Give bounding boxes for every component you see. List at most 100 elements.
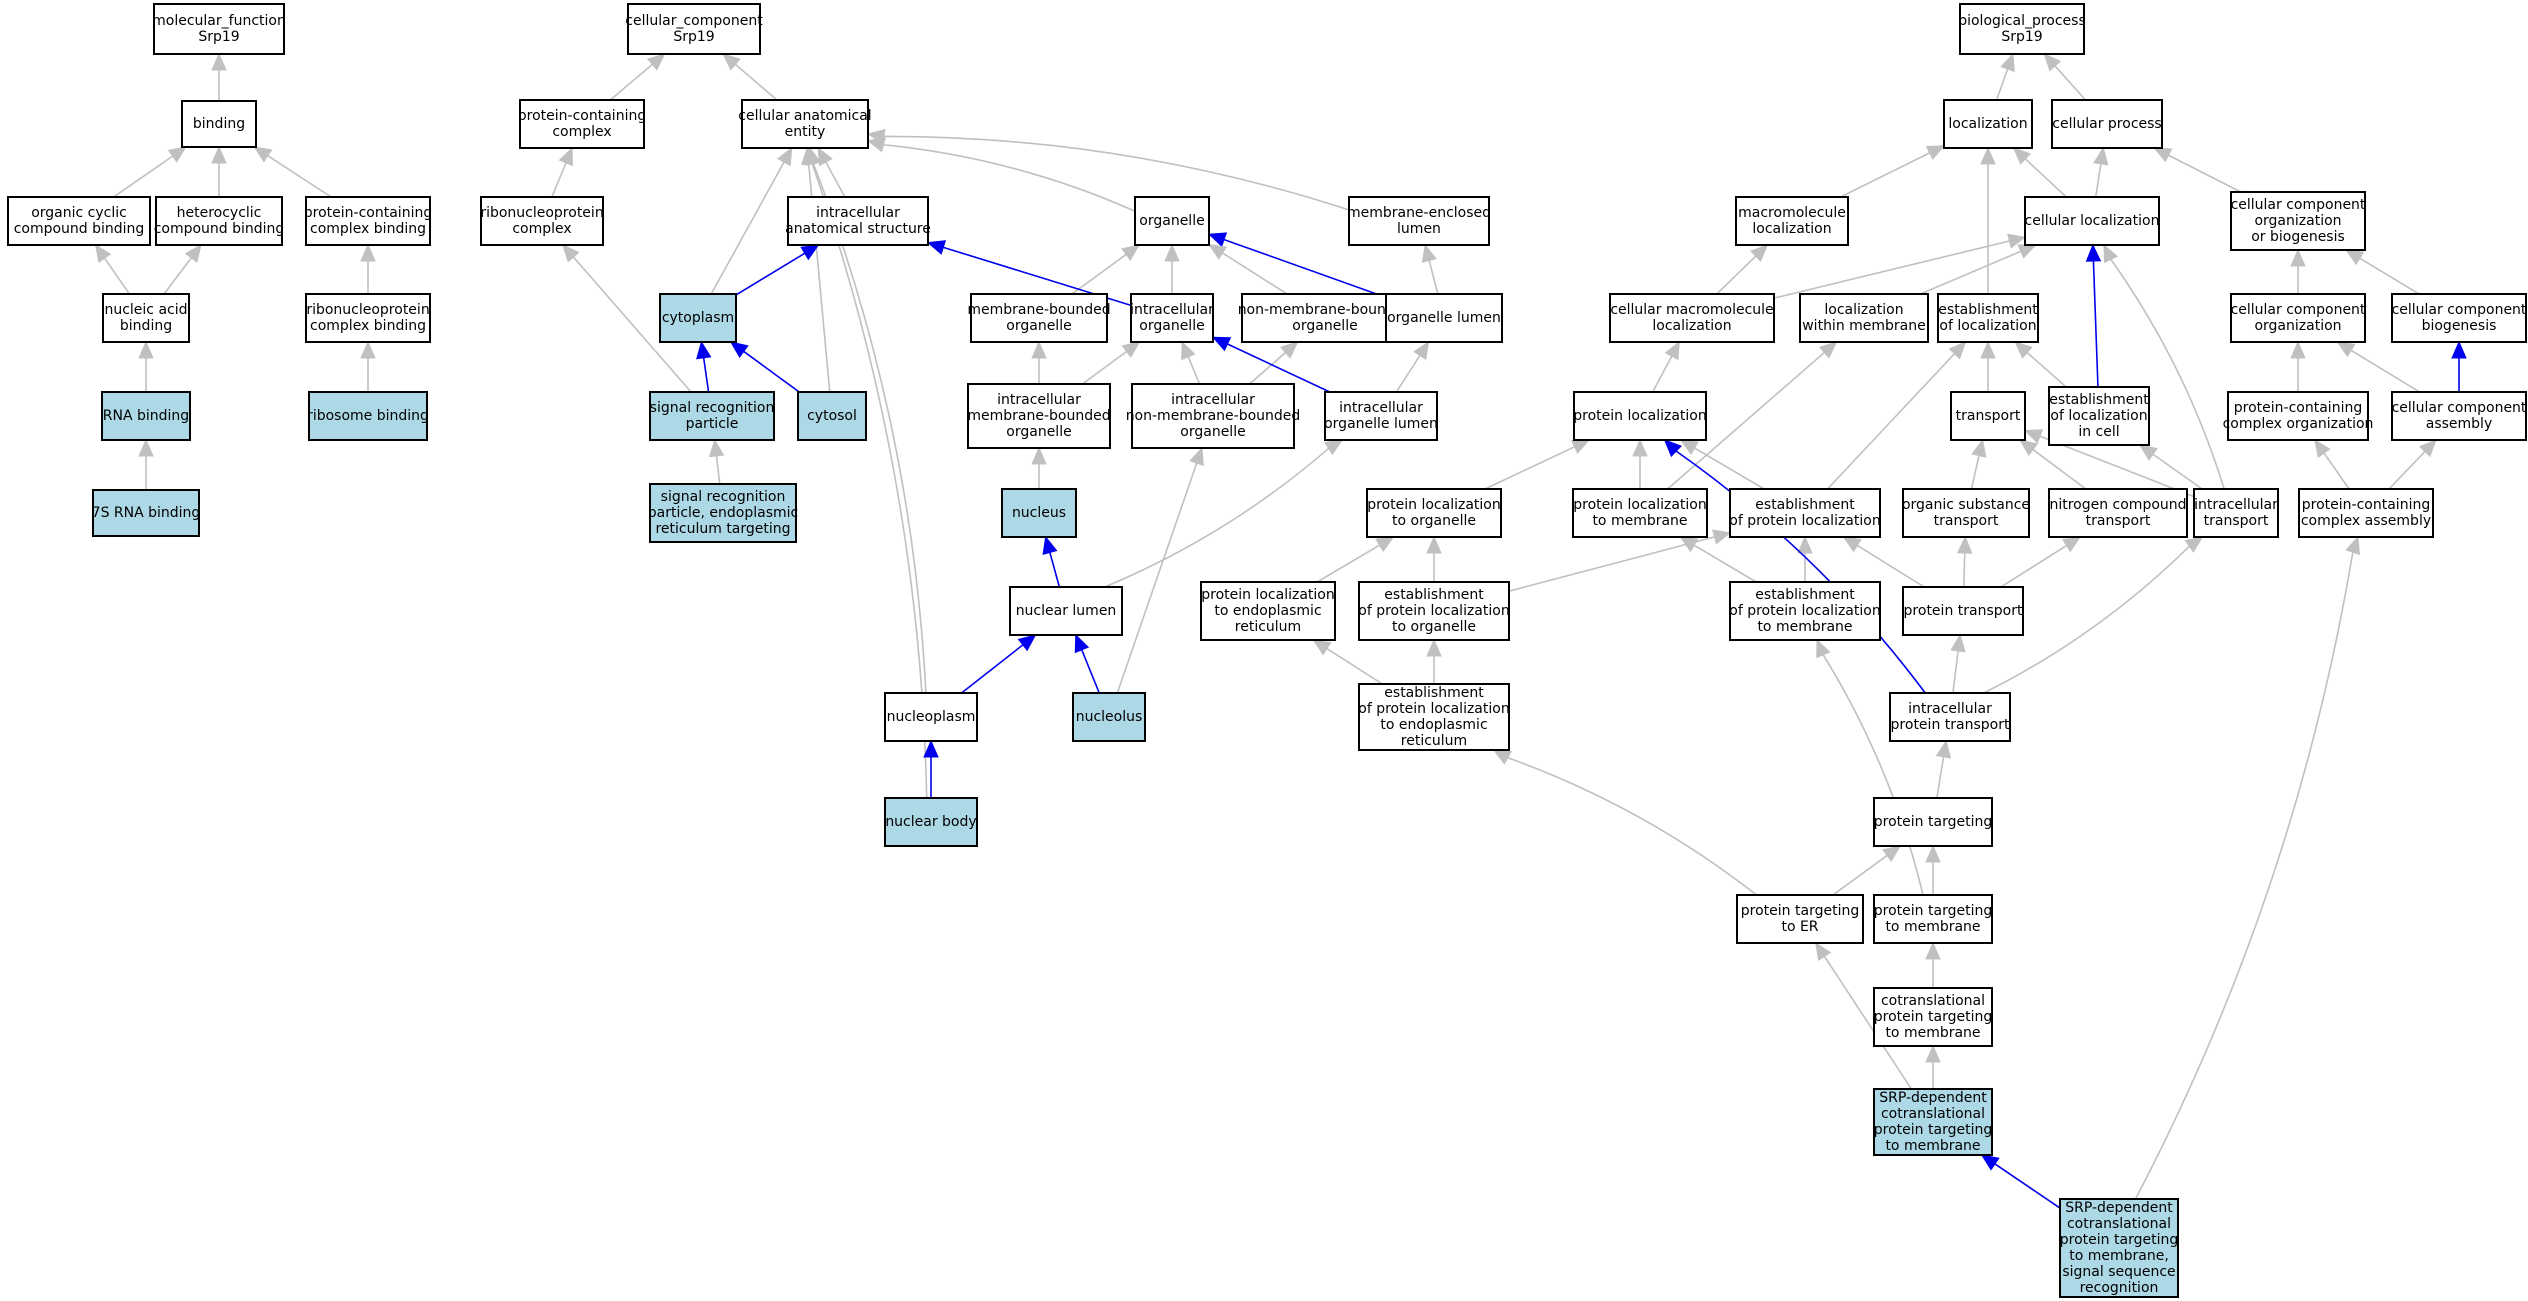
go-term-node-nbody[interactable]: nuclear body (884, 797, 978, 847)
node-label-line: binding (193, 116, 245, 132)
go-term-node-cloc[interactable]: cellular localization (2024, 196, 2160, 246)
edge-line (2000, 544, 2067, 588)
node-box (1950, 391, 2026, 441)
edge-arrowhead (776, 146, 793, 167)
go-term-node-cproc[interactable]: cellular process (2051, 99, 2163, 149)
go-term-node-cytoplasm[interactable]: cytoplasm (659, 293, 737, 343)
edge-pcca-to-pcco (2314, 438, 2350, 490)
go-term-node-nucleus[interactable]: nucleus (1001, 488, 1077, 538)
go-term-node-nucleoplasm[interactable]: nucleoplasm (884, 692, 978, 742)
edge-cca-to-ccb (2451, 340, 2467, 392)
node-label-line: organelle (1180, 424, 1245, 440)
node-label-line: SRP-dependent (2065, 1200, 2173, 1216)
edge-arrowhead (2093, 146, 2109, 166)
node-label-line: or biogenesis (2251, 229, 2345, 245)
edge-arrowhead (1121, 244, 1141, 261)
edge-line (1694, 447, 1765, 490)
go-term-node-nucleolus[interactable]: nucleolus (1072, 692, 1146, 742)
edge-line (743, 350, 800, 393)
edge-hcb-to-binding (211, 145, 227, 197)
node-box (1072, 692, 1146, 742)
edge-arrowhead (722, 53, 741, 71)
node-label-line: protein targeting (1874, 903, 1992, 919)
edge-arrowhead (1181, 340, 1196, 361)
go-term-node-organelle[interactable]: organelle (1134, 196, 1210, 246)
edge-mloc-to-loc (1840, 145, 1946, 198)
edge-7s-to-rnab (138, 438, 154, 490)
go-term-node-loc[interactable]: localization (1943, 99, 2033, 149)
go-term-node-7s[interactable]: 7S RNA binding (92, 489, 201, 537)
node-label-line: molecular_function (152, 13, 286, 29)
go-term-node-ptrans[interactable]: protein transport (1902, 586, 2024, 636)
go-term-node-cytosol[interactable]: cytosol (797, 391, 867, 441)
go-term-node-ol[interactable]: organelle lumen (1385, 293, 1503, 343)
edge-iol-to-ol (1395, 340, 1430, 393)
go-term-node-ribob[interactable]: ribosome binding (307, 391, 429, 441)
node-label-line: to membrane (1757, 619, 1852, 635)
edge-line (1970, 455, 1980, 490)
go-term-node-inmbo[interactable]: intracellularnon-membrane-boundedorganel… (1126, 383, 1301, 449)
go-term-node-nlumen[interactable]: nuclear lumen (1009, 586, 1123, 636)
go-term-node-transport[interactable]: transport (1950, 391, 2026, 441)
edge-lwm-to-cloc (1920, 244, 2037, 295)
node-label-line: protein targeting (1874, 814, 1992, 830)
edge-eolc-to-cloc (2085, 243, 2102, 388)
node-box (1609, 293, 1775, 343)
go-term-node-ptarg[interactable]: protein targeting (1873, 797, 1993, 847)
go-term-node-ploc[interactable]: protein localization (1573, 391, 1707, 441)
go-term-node-binding[interactable]: binding (181, 100, 257, 148)
node-label-line: to organelle (1392, 513, 1476, 529)
go-term-node-rnab[interactable]: RNA binding (101, 391, 191, 441)
edge-pter-to-epler (1492, 749, 1758, 896)
edge-arrowhead (2153, 147, 2173, 163)
edge-arrowhead (2019, 439, 2039, 457)
